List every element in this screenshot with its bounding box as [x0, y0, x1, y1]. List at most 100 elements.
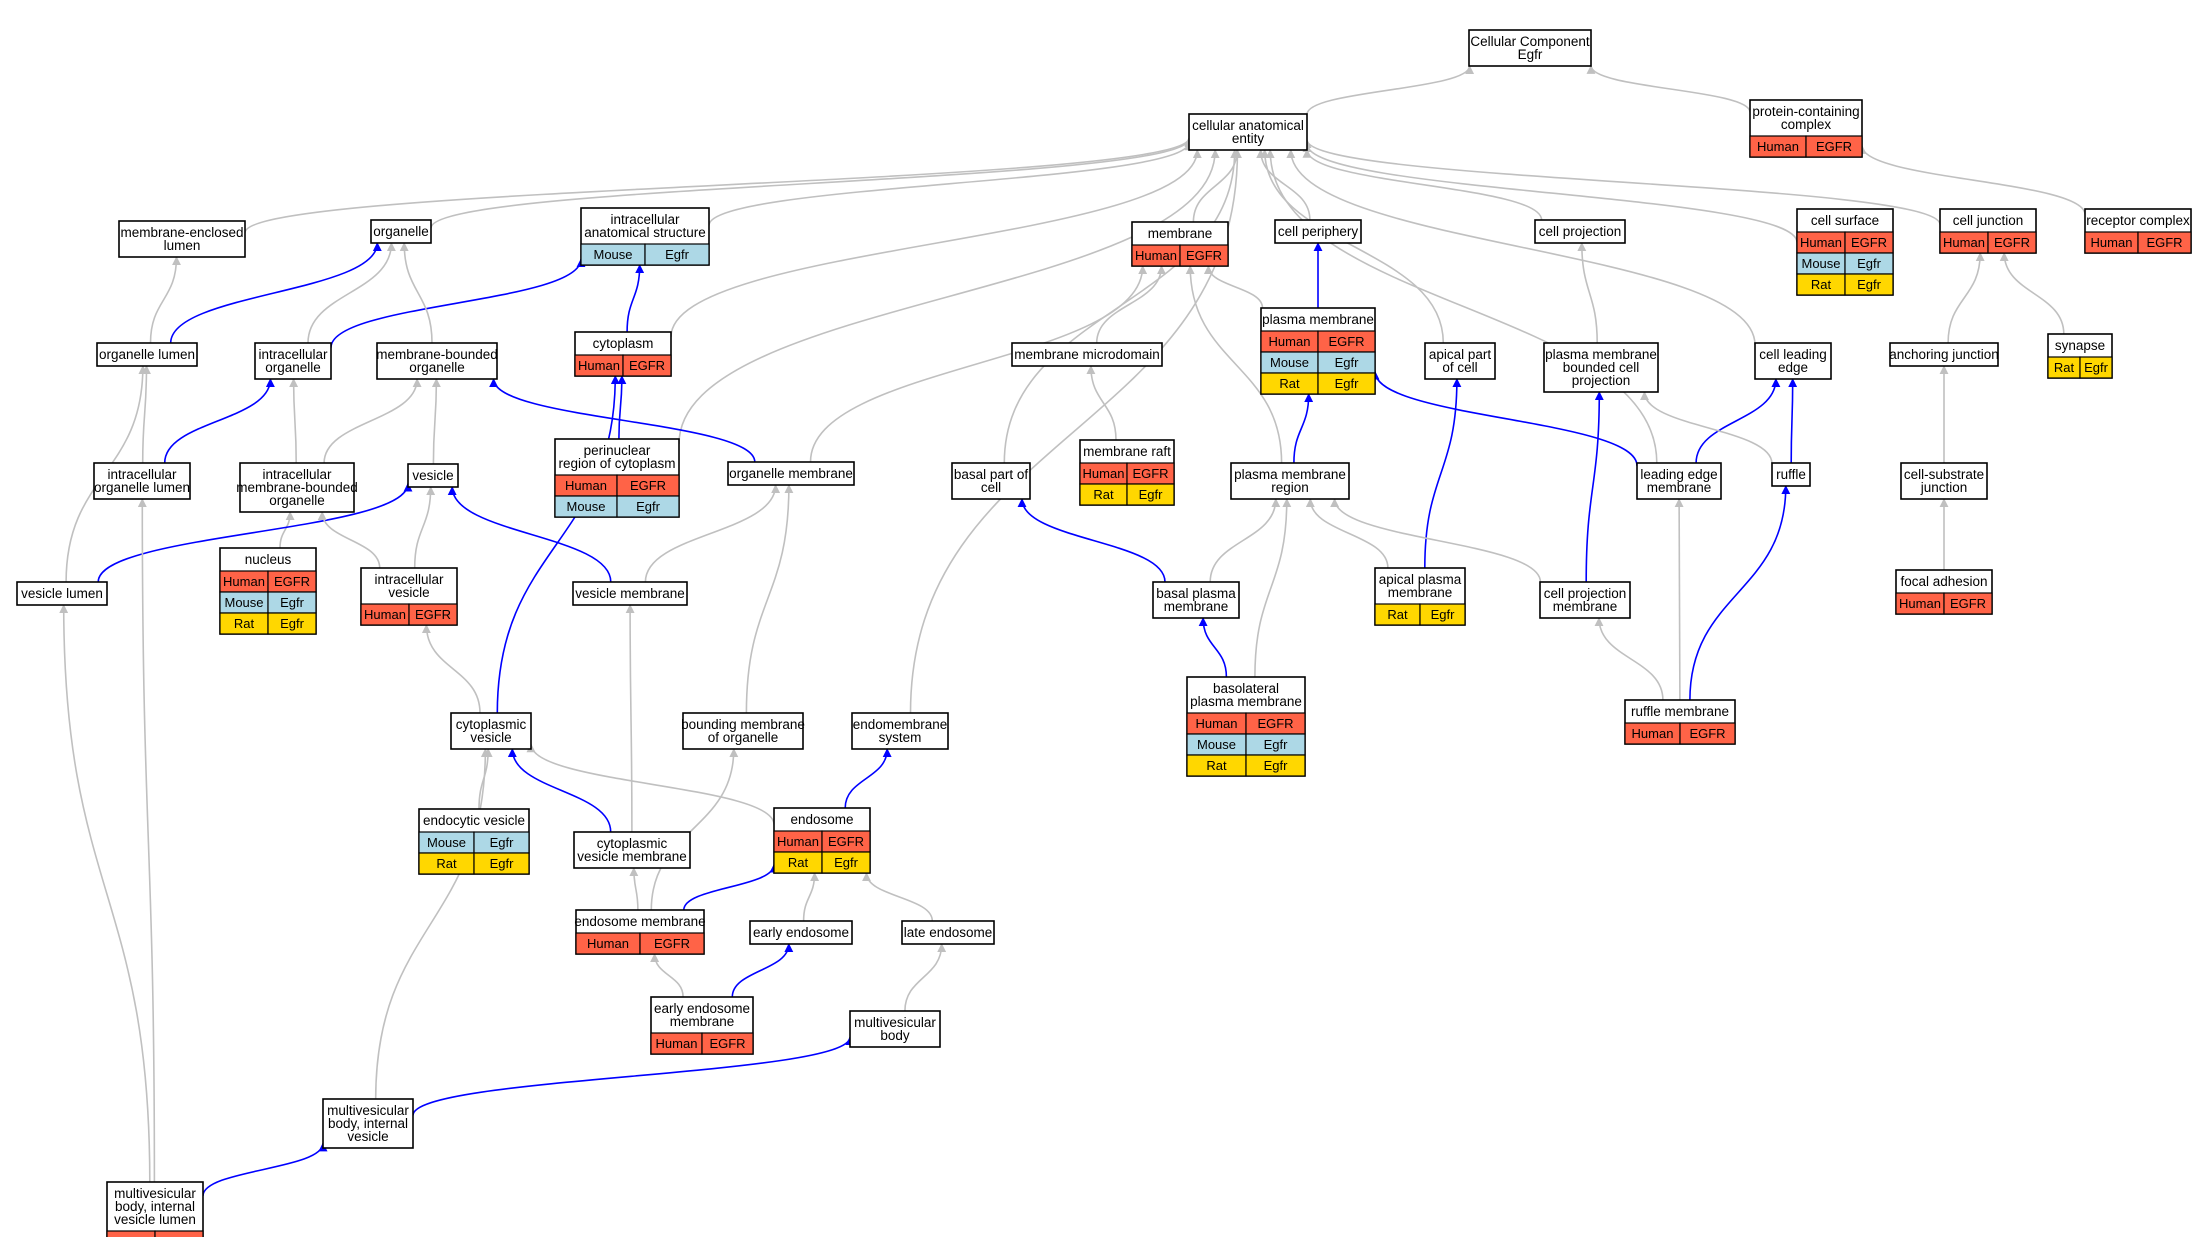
node-label-line: cellular anatomical [1192, 118, 1304, 133]
node-cper[interactable]: cell periphery [1274, 219, 1362, 244]
species-cell: Rat [1186, 754, 1247, 777]
gene-cell: EGFR [639, 932, 705, 955]
node-box [573, 831, 691, 869]
node-vlum[interactable]: vesicle lumen [16, 581, 108, 606]
species-cell: Mouse [1260, 351, 1319, 374]
node-label-line: body, internal [328, 1116, 408, 1131]
edge-is_a-mvbivl-vlum [59, 604, 151, 1183]
gene-cell: Egfr [267, 612, 317, 635]
node-label-line: early endosome [654, 1001, 750, 1016]
edge-is_a-org-cae [430, 138, 1194, 229]
edge-is_a-bmo-orgm [745, 484, 794, 714]
svg-text:EGFR: EGFR [1950, 596, 1986, 611]
node-lendo[interactable]: late endosome [901, 920, 995, 945]
species-cell: Human [360, 603, 410, 626]
node-cproj[interactable]: cell projection [1534, 219, 1626, 244]
node-label-line: plasma membrane [1190, 694, 1302, 709]
node-mmd[interactable]: membrane microdomain [1011, 342, 1163, 367]
node-eendo[interactable]: early endosome [749, 920, 853, 945]
node-ajunc[interactable]: anchoring junction [1889, 342, 1999, 367]
node-org[interactable]: organelle [370, 219, 432, 244]
svg-text:Egfr: Egfr [834, 855, 859, 870]
species-cell: Rat [2047, 356, 2081, 379]
node-label-line: basolateral [1213, 681, 1279, 696]
svg-text:Rat: Rat [2054, 360, 2075, 375]
node-label-line: multivesicular [114, 1186, 196, 1201]
node-box [1230, 462, 1350, 500]
node-ruf[interactable]: ruffle [1771, 462, 1811, 487]
node-ves[interactable]: vesicle [407, 463, 459, 488]
edge-is_a-mmd-memb [1095, 265, 1166, 344]
node-orglum[interactable]: organelle lumen [96, 342, 198, 367]
node-box [450, 712, 532, 750]
node-orgm[interactable]: organelle membrane [727, 461, 855, 486]
gene-cell: EGFR [1679, 722, 1736, 745]
node-label-line: organelle [409, 360, 465, 375]
edge-is_a-endm-cvm [629, 867, 639, 911]
node-box [1188, 113, 1308, 151]
node-vmem[interactable]: vesicle membrane [572, 581, 688, 606]
node-label-line: organelle [269, 493, 325, 508]
edge-is_a-syn-cjunc [1999, 252, 2065, 335]
edge-is_a-endo-cves [526, 743, 775, 825]
node-box [1889, 342, 1999, 367]
node-label-line: plasma membrane [1545, 347, 1657, 362]
svg-text:Rat: Rat [1387, 607, 1408, 622]
svg-text:Mouse: Mouse [593, 247, 632, 262]
edge-is_a-ives-imbo [317, 511, 381, 569]
node-box [1543, 342, 1659, 393]
node-box [239, 462, 355, 513]
edge-is_a-ajunc-cjunc [1947, 252, 1985, 344]
gene-cell: EGFR [1179, 244, 1229, 267]
node-box [16, 581, 108, 606]
node-label-line: entity [1232, 131, 1265, 146]
edge-is_a-orglum-mel [149, 256, 181, 344]
gene-cell: EGFR [2137, 231, 2192, 254]
edge-is_a-mbo-org [399, 242, 433, 344]
